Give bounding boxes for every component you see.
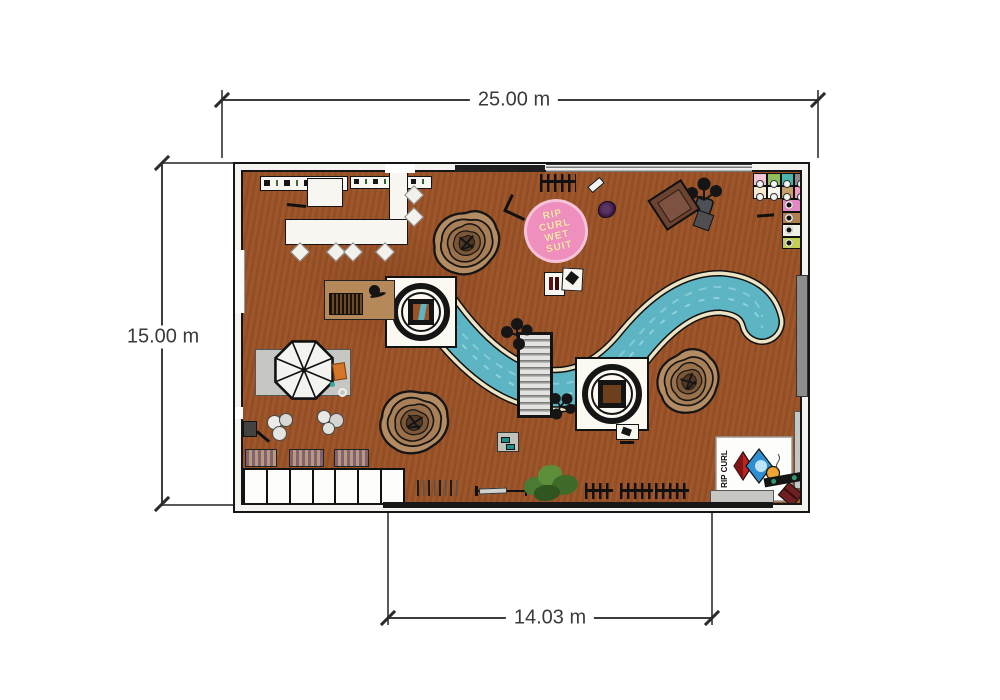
shelf-cell <box>766 173 781 186</box>
circular-rack-platform[interactable] <box>385 276 457 348</box>
retail-shelf-top[interactable] <box>753 173 800 199</box>
beach-umbrella[interactable] <box>271 337 337 403</box>
sneaker <box>506 444 515 450</box>
garment-rack[interactable] <box>585 483 613 499</box>
changing-stall[interactable] <box>359 470 383 503</box>
circular-rack-icon <box>582 364 642 424</box>
bottle <box>549 277 553 290</box>
wheel <box>770 478 777 485</box>
shoe-display[interactable] <box>497 432 519 452</box>
glass-storefront <box>546 164 752 172</box>
ring-item <box>338 388 347 397</box>
rail-end <box>475 486 478 496</box>
bin[interactable] <box>243 421 257 437</box>
doormat-rug[interactable] <box>289 449 324 467</box>
doormat-rug[interactable] <box>334 449 369 467</box>
doormat-rug[interactable] <box>245 449 277 467</box>
changing-stall[interactable] <box>245 470 268 503</box>
shelf-cell <box>782 199 800 212</box>
dark-baseboard <box>383 502 773 508</box>
display-box[interactable] <box>561 267 584 292</box>
armchair-cushion <box>657 188 692 223</box>
door-opening[interactable] <box>235 407 243 419</box>
small-item <box>330 382 335 387</box>
bridge[interactable] <box>517 335 553 415</box>
extension-line <box>221 90 223 158</box>
shelf-cell <box>782 224 800 237</box>
sneaker <box>501 437 510 443</box>
sign-mark <box>621 426 632 437</box>
deck-chair[interactable] <box>331 362 348 381</box>
glass-wall-dark <box>455 165 545 172</box>
dim-label-inner-width: 14.03 m <box>505 606 595 630</box>
desk[interactable] <box>307 178 343 207</box>
green-plant[interactable] <box>522 463 580 503</box>
changing-stall[interactable] <box>336 470 360 503</box>
extension-line <box>387 513 389 625</box>
plant-icon[interactable] <box>537 383 583 429</box>
surfboard-rack[interactable] <box>417 480 460 496</box>
crate-line <box>783 487 798 500</box>
door-opening[interactable] <box>235 250 245 313</box>
circular-rack-platform[interactable] <box>575 357 649 431</box>
display-box[interactable] <box>544 272 565 296</box>
extension-line <box>711 513 713 625</box>
changing-rooms[interactable] <box>243 468 405 503</box>
sliding-door[interactable] <box>796 275 808 397</box>
wheel <box>791 474 798 481</box>
shelf-cell <box>780 173 795 186</box>
circular-rack-icon <box>392 283 450 341</box>
changing-stall[interactable] <box>382 470 404 503</box>
plan-floor: RIP CURL WET SUIT <box>241 170 802 505</box>
garment-rack[interactable] <box>620 483 653 499</box>
door-opening[interactable] <box>385 164 415 173</box>
bar-counter[interactable] <box>285 219 408 245</box>
beanbag[interactable] <box>598 201 616 218</box>
extension-line <box>162 162 233 164</box>
woven-item <box>329 293 363 315</box>
bottle <box>555 277 559 290</box>
dim-label-width: 25.00 m <box>469 88 559 112</box>
rock-feature[interactable] <box>428 208 506 279</box>
surfboard <box>478 487 508 495</box>
dim-label-height: 15.00 m <box>118 325 208 349</box>
extension-line <box>162 504 233 506</box>
pebble-stool[interactable] <box>279 413 293 427</box>
pebble-stool[interactable] <box>272 426 287 441</box>
extension-line <box>817 90 819 158</box>
shelf-cell <box>753 173 767 186</box>
display-mat[interactable] <box>324 280 395 320</box>
river-water-feature[interactable] <box>243 172 802 505</box>
pebble-stool[interactable] <box>322 422 335 435</box>
garment-rack[interactable] <box>540 174 576 192</box>
bench[interactable] <box>710 490 774 503</box>
hat-item <box>369 285 380 296</box>
plan-walls: RIP CURL WET SUIT <box>233 162 810 513</box>
plant-icon[interactable] <box>499 317 535 353</box>
shelf-cell <box>794 173 800 186</box>
shelf-cell <box>782 211 800 224</box>
changing-stall[interactable] <box>290 470 314 503</box>
shelf-cell <box>794 186 800 199</box>
retail-shelf-side[interactable] <box>782 199 800 249</box>
display-item <box>565 270 580 285</box>
shelf-items <box>264 180 344 186</box>
garment-rack[interactable] <box>655 483 689 499</box>
brand-sign-text: RIP CURL <box>720 450 729 488</box>
changing-stall[interactable] <box>267 470 291 503</box>
shelf-cell <box>782 236 800 249</box>
floor-mark <box>620 441 634 444</box>
changing-stall[interactable] <box>313 470 337 503</box>
small-sign[interactable] <box>616 424 639 440</box>
low-rail-rack[interactable] <box>475 486 527 496</box>
